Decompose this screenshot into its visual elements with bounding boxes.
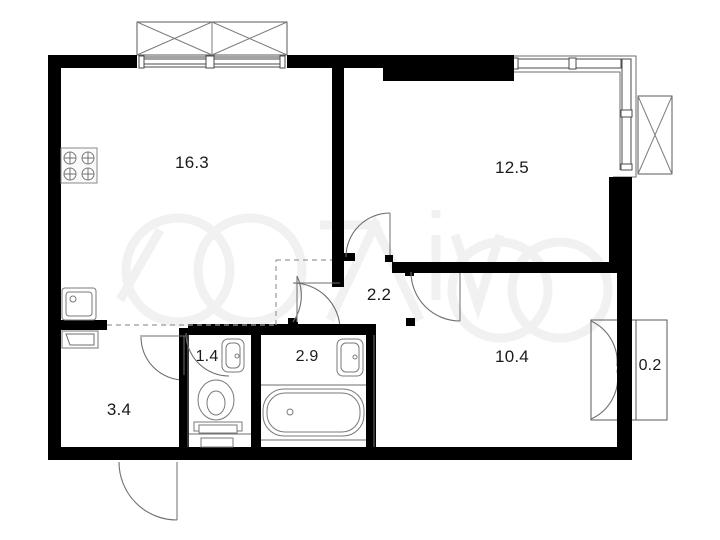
- wc-washbasin: [221, 338, 245, 373]
- door-toilet[interactable]: [140, 328, 230, 383]
- stove-cooktop: [60, 147, 98, 184]
- room-label-bedroom-large: 12.5: [495, 158, 529, 177]
- toilet: [193, 379, 243, 434]
- room-label-entrance-hall: 3.4: [106, 400, 132, 419]
- glazing-bedroom-corner: [512, 55, 637, 178]
- exterior-walls: [48, 55, 632, 460]
- room-label-toilet: 1.4: [195, 348, 219, 365]
- room-label-hallway: 2.2: [366, 285, 392, 304]
- door-bedroom-small[interactable]: [405, 266, 461, 326]
- plan-outline-details: [187, 335, 375, 447]
- interior-walls: [48, 68, 617, 448]
- bathtub: [261, 384, 366, 441]
- door-bathroom[interactable]: [287, 282, 344, 335]
- window-kitchen-top: [136, 21, 288, 69]
- door-bedroom-large[interactable]: [343, 212, 393, 262]
- counter-top: [61, 330, 99, 349]
- entrance-door[interactable]: [114, 447, 180, 521]
- kitchen-sink: [61, 287, 97, 321]
- balcony-door[interactable]: [590, 320, 619, 420]
- bathroom-washbasin: [336, 338, 364, 377]
- room-label-balcony: 0.2: [638, 357, 662, 374]
- room-label-bathroom: 2.9: [295, 348, 319, 365]
- window-bedroom-right: [637, 95, 673, 175]
- room-label-bedroom-small: 10.4: [495, 347, 529, 366]
- watermark-avito: [116, 210, 613, 343]
- room-label-kitchen-living: 16.3: [175, 153, 209, 172]
- wc-cabinet: [189, 433, 251, 448]
- dashed-partition-guides: [107, 259, 332, 326]
